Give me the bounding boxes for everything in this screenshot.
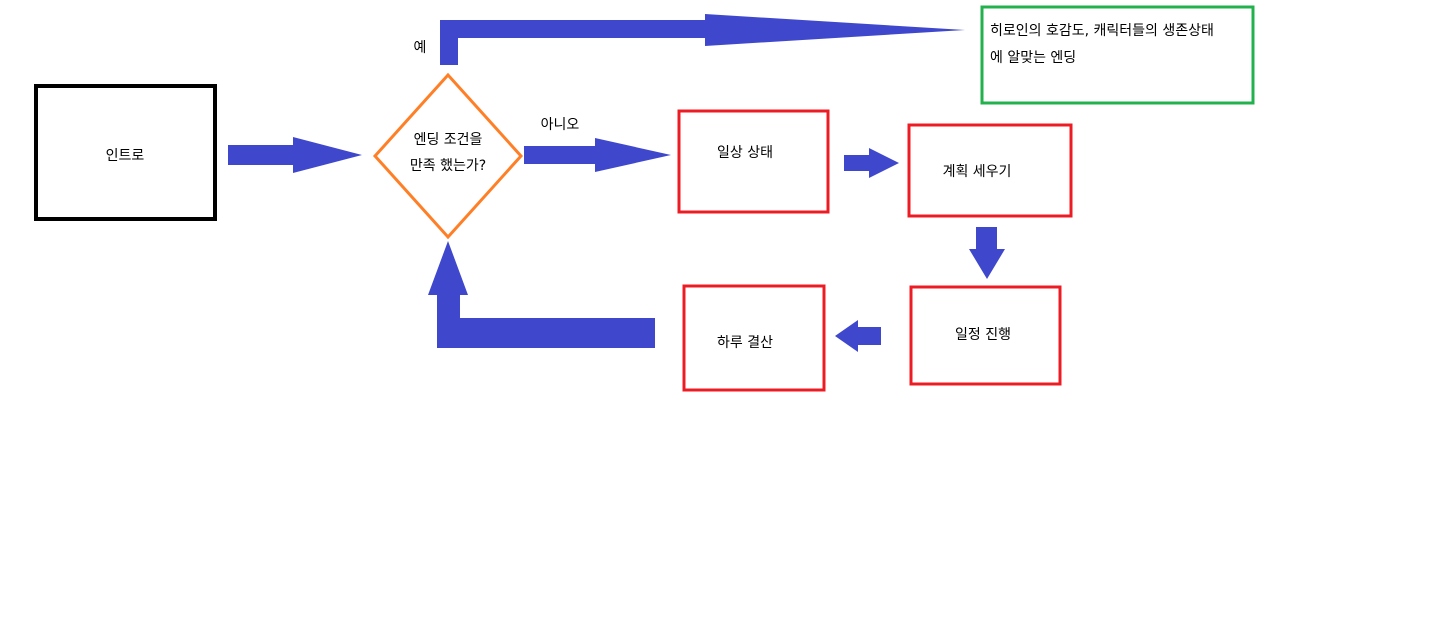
schedule-label: 일정 진행 [955,327,1011,343]
intro-box [34,84,217,221]
schedule-box [909,285,1062,386]
decision-diamond [372,72,524,240]
ending-label-line2: 에 알맞는 엔딩 [990,50,1076,66]
decision-node: 엔딩 조건을 만족 했는가? [372,72,524,240]
daily-box [677,109,830,214]
plan-label: 계획 세우기 [943,164,1012,180]
plan-node: 계획 세우기 [907,123,1073,218]
daily-label: 일상 상태 [717,145,773,161]
edge-label-yes: 예 [414,40,427,56]
ending-label-line1: 히로인의 호감도, 캐릭터들의 생존상태 [990,23,1214,39]
arrow-plan-to-schedule [969,227,1005,279]
intro-node: 인트로 [34,84,217,221]
intro-label: 인트로 [106,148,145,164]
decision-label-line2: 만족 했는가? [410,158,486,174]
schedule-node: 일정 진행 [909,285,1062,386]
edge-label-no: 아니오 [541,117,580,133]
ending-box [980,5,1255,105]
arrow-no-to-daily [524,138,671,172]
settlement-label: 하루 결산 [717,335,773,351]
arrow-schedule-to-settlement [835,320,881,352]
settlement-node: 하루 결산 [682,284,826,392]
daily-node: 일상 상태 [677,109,830,214]
arrow-intro-to-decision [228,137,362,173]
arrow-settlement-to-decision [428,241,655,348]
decision-label-line1: 엔딩 조건을 [414,132,483,148]
settlement-box [682,284,826,392]
ending-node: 히로인의 호감도, 캐릭터들의 생존상태 에 알맞는 엔딩 [980,5,1255,105]
arrow-daily-to-plan [844,148,899,178]
arrow-yes-to-ending [440,14,965,65]
plan-box [907,123,1073,218]
